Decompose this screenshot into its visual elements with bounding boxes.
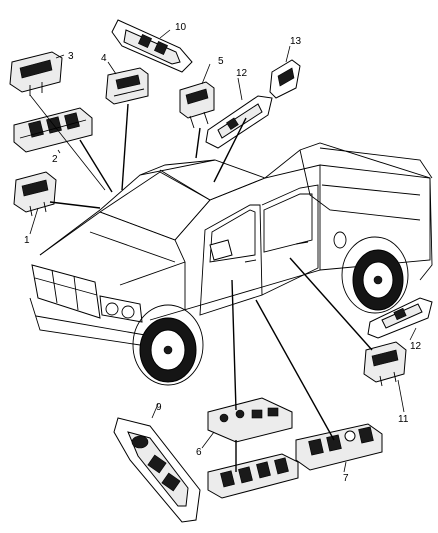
part-3-switch: [9, 51, 63, 96]
callout-6: 6: [196, 447, 202, 458]
part-4-switch: [105, 67, 149, 105]
part-12-bezel-upper: [205, 95, 273, 149]
part-9-door-bezel: [113, 417, 201, 523]
pickup-truck-illustration: [29, 142, 433, 386]
callout-13: 13: [290, 36, 302, 47]
callout-12-lower: 12: [410, 341, 422, 352]
callout-5: 5: [218, 56, 224, 67]
part-11-switch: [363, 341, 407, 387]
callout-12-upper: 12: [236, 68, 248, 79]
callout-10: 10: [175, 22, 187, 33]
part-6-switch-module-upper: [207, 397, 293, 443]
part-7-window-switch-panel: [295, 423, 383, 471]
part-13-switch-bezel: [269, 59, 301, 99]
callout-11: 11: [398, 414, 409, 425]
callout-3: 3: [68, 51, 74, 62]
callout-9: 9: [156, 402, 162, 413]
part-6-switch-panel-lower: [207, 453, 299, 499]
callout-1: 1: [24, 235, 30, 246]
part-1-mirror-switch: [13, 171, 57, 217]
part-5-switch: [179, 81, 215, 129]
part-2-window-switch-panel: [13, 107, 93, 153]
callout-4: 4: [101, 53, 107, 64]
callout-2: 2: [52, 154, 58, 165]
part-12-bezel-lower: [367, 297, 433, 339]
callout-7: 7: [343, 473, 349, 484]
leader-lines: [29, 29, 417, 473]
part-10-bezel: [111, 19, 193, 73]
